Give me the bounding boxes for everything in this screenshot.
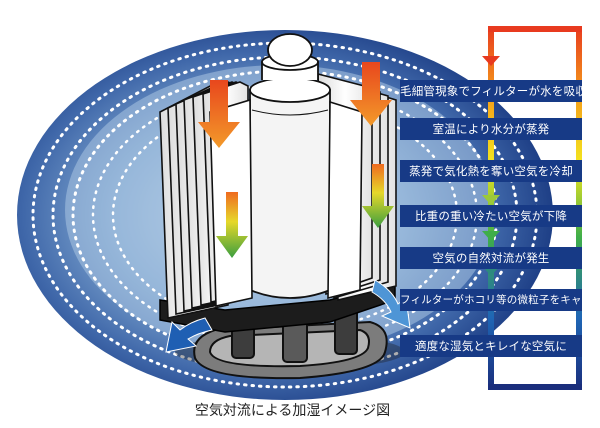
tank-cap xyxy=(267,33,313,67)
water-tank xyxy=(249,33,331,299)
warm-air-arrows xyxy=(198,62,392,148)
diagram-caption: 空気対流による加湿イメージ図 xyxy=(194,403,391,419)
step-label-4: 比重の重い冷たい空気が下降 xyxy=(400,205,582,227)
base-tray xyxy=(193,303,388,380)
outflow-arrow-right xyxy=(371,279,411,329)
outflow-arrow-left xyxy=(165,317,213,353)
step-label-3: 蒸発で気化熱を奪い空気を冷却 xyxy=(400,160,582,182)
step-label-2: 室温により水分が蒸発 xyxy=(400,118,582,140)
warm-arrow-left xyxy=(198,80,240,148)
step-label-5: 空気の自然対流が発生 xyxy=(400,247,582,269)
cool-arrow-right xyxy=(362,164,394,228)
outflow-arrows xyxy=(165,279,411,353)
step-label-1: 毛細管現象でフィルターが水を吸収 xyxy=(400,80,582,102)
warm-arrow-right xyxy=(350,62,392,126)
step-label-6: フィルターがホコリ等の微粒子をキャッチ xyxy=(400,289,582,311)
cool-air-arrows xyxy=(216,164,394,258)
cool-arrow-left xyxy=(216,192,248,258)
step-label-7: 適度な湿気とキレイな空気に xyxy=(400,335,582,357)
